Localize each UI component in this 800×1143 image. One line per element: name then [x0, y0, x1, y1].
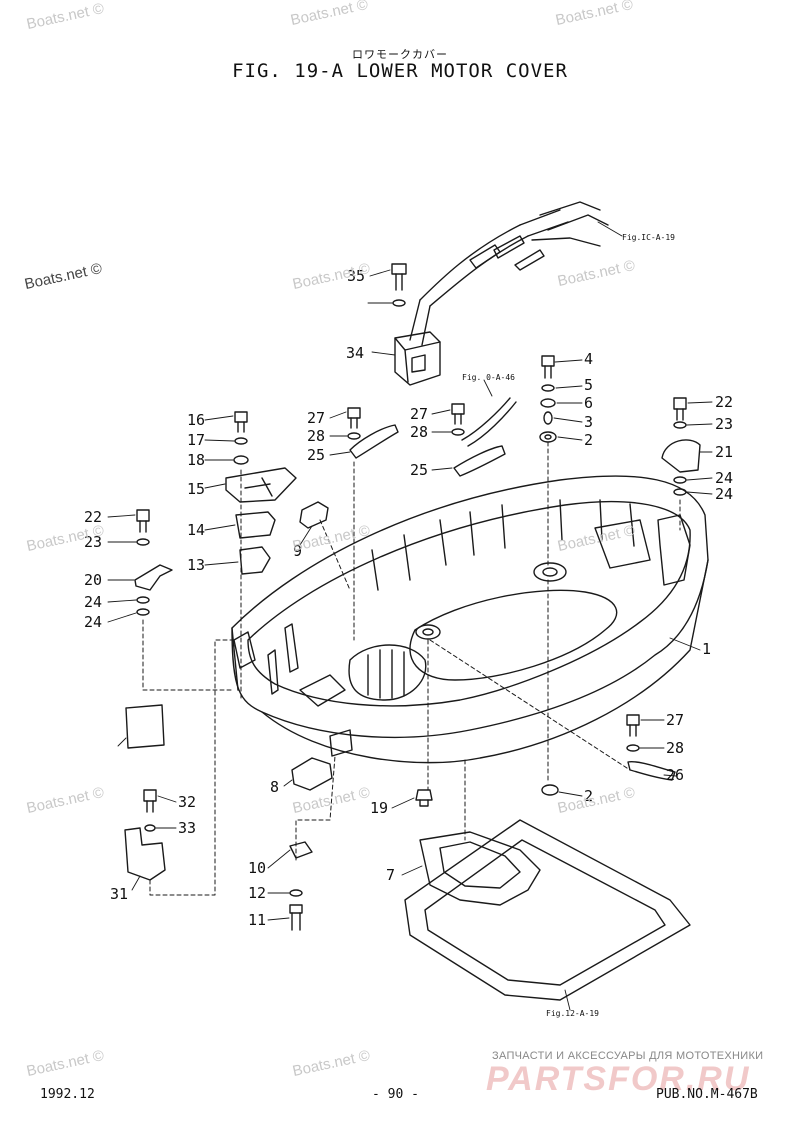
part-34-washer: [392, 299, 406, 307]
ref-fig-12-a-19: Fig.12-A-19: [546, 1009, 599, 1018]
part-14-grommet: [235, 511, 276, 539]
ref-fig-0-a-46: Fig. 0-A-46: [462, 373, 515, 382]
callout-9: 9: [293, 542, 302, 560]
part-7-seal: [419, 831, 541, 906]
callout-11: 11: [248, 911, 266, 929]
callout-19: 19: [370, 799, 388, 817]
callout-15: 15: [187, 480, 205, 498]
callout-3: 3: [584, 413, 593, 431]
callout-6: 6: [584, 394, 593, 412]
callout-30: 32: [178, 793, 196, 811]
callout-20: 20: [84, 571, 102, 589]
callout-29: 31: [110, 885, 128, 903]
callout-10: 10: [248, 859, 266, 877]
figure-title: FIG. 19-A LOWER MOTOR COVER: [232, 60, 568, 82]
part-25-clamp: [349, 424, 399, 459]
callout-16: 16: [187, 411, 205, 429]
callout-28-b: 28: [410, 423, 428, 441]
part-33-bolt-head: [391, 263, 407, 275]
callout-27-a: 27: [307, 409, 325, 427]
part-9-plug: [299, 501, 329, 529]
callout-12: 12: [248, 884, 266, 902]
callout-25-a: 25: [307, 446, 325, 464]
part-15-bracket: [225, 467, 297, 503]
footer-publication-number: PUB.NO.M-467B: [656, 1087, 758, 1102]
callout-18: 18: [187, 451, 205, 469]
callout-22-left: 22: [84, 508, 102, 526]
callout-24-right-b: 24: [715, 485, 733, 503]
callout-7: 7: [386, 866, 395, 884]
part-20-bracket: [134, 564, 173, 591]
callout-33: 35: [347, 267, 365, 285]
callout-numbers: 35 34 4 5 6 3 2 27 28 25 27 28 25 16 17 …: [84, 267, 733, 929]
callout-14: 14: [187, 521, 205, 539]
callout-27-c: 27: [666, 711, 684, 729]
ref-fig-1c-a-19: Fig.IC-A-19: [622, 233, 675, 242]
callout-2-top: 2: [584, 431, 593, 449]
callout-5: 5: [584, 376, 593, 394]
callout-27-b: 27: [410, 405, 428, 423]
callout-8: 8: [270, 778, 279, 796]
brand-logo: PARTSFOR.RU: [486, 1060, 751, 1098]
callout-24-left-b: 24: [84, 613, 102, 631]
part-25-clamp-b: [453, 445, 506, 477]
bottom-plate: [404, 819, 691, 1001]
callout-17: 17: [187, 431, 205, 449]
callout-22-right: 22: [715, 393, 733, 411]
part-8-grommet: [291, 757, 333, 791]
callout-13: 13: [187, 556, 205, 574]
part-13-grommet: [239, 546, 271, 575]
callout-24-left-a: 24: [84, 593, 102, 611]
part-35-label: [125, 704, 165, 749]
part-26-clamp: [627, 760, 676, 781]
part-21-bracket: [661, 439, 701, 473]
callout-21: 21: [715, 443, 733, 461]
callout-26: 26: [666, 766, 684, 784]
callout-23-right: 23: [715, 415, 733, 433]
brand-caption: ЗАПЧАСТИ И АКСЕССУАРЫ ДЛЯ МОТОТЕХНИКИ: [492, 1050, 764, 1062]
callout-2-bottom: 2: [584, 787, 593, 805]
cable-harness: [409, 201, 609, 346]
callout-4: 4: [584, 350, 593, 368]
callout-28-a: 28: [307, 427, 325, 445]
footer-page-number: - 90 -: [372, 1087, 419, 1102]
lower-motor-cover-body: [231, 475, 709, 764]
callout-25-b: 25: [410, 461, 428, 479]
callout-28-c: 28: [666, 739, 684, 757]
callout-32: 34: [346, 344, 364, 362]
title-japanese: ロワモークカバー: [352, 48, 448, 61]
part-32-junction-box: [394, 331, 441, 386]
callout-23-left: 23: [84, 533, 102, 551]
callout-24-right-a: 24: [715, 469, 733, 487]
footer-date: 1992.12: [40, 1087, 95, 1102]
callout-1: 1: [702, 640, 711, 658]
callout-31: 33: [178, 819, 196, 837]
part-29-bracket: [124, 827, 166, 881]
